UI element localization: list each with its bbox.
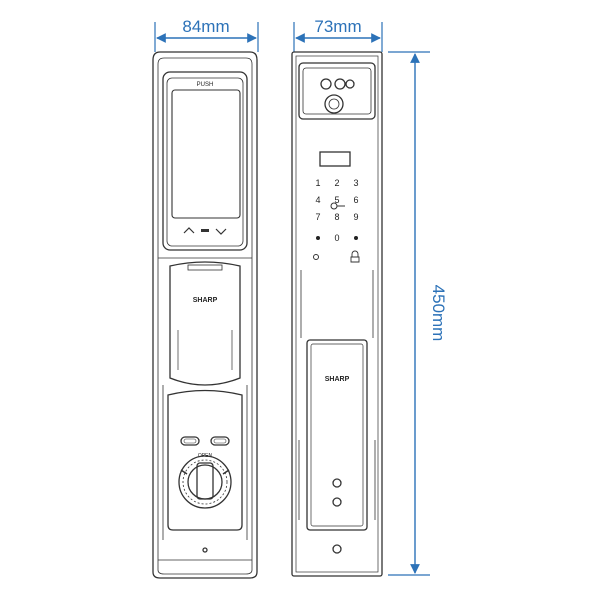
chevron-down-icon[interactable] [215,228,227,235]
keypad-key[interactable]: 0 [334,233,339,243]
lower-panel [167,389,243,531]
touch-screen[interactable] [171,89,241,219]
push-label: PUSH [197,82,214,88]
keypad-key[interactable]: 6 [353,195,358,205]
side-screw [332,497,342,507]
dimension-front-width: 84mm [154,17,259,52]
key-icon [330,202,345,210]
keypad-key[interactable]: 4 [315,195,320,205]
chevron-up-icon[interactable] [183,227,195,234]
thumbturn-dial[interactable] [178,455,232,509]
keypad-star-key[interactable] [316,236,320,240]
keypad-key[interactable]: 7 [315,212,320,222]
keypad-key[interactable]: 1 [315,178,320,188]
side-display [319,151,351,167]
camera-lens-icon [324,94,344,114]
side-screw [332,478,342,488]
minus-icon[interactable] [201,229,209,232]
left-pill-button[interactable] [180,436,200,446]
sensor-icon [334,78,346,90]
front-brand-logo: SHARP [193,297,218,304]
side-view: 1 2 3 4 5 6 7 8 9 0 SHARP [291,51,383,577]
keypad-key[interactable]: 9 [353,212,358,222]
camera-module [298,62,376,120]
front-body-outline [152,51,258,579]
front-screw [202,547,208,553]
dimension-label-height: 450mm [429,285,448,342]
keypad-key[interactable]: 2 [334,178,339,188]
lock-icon [350,250,360,263]
sensor-icon [320,78,332,90]
front-view: PUSH SHARP OPEN [152,51,258,579]
side-body-outline [291,51,383,577]
keypad-hash-key[interactable] [354,236,358,240]
keypad-key[interactable]: 3 [353,178,358,188]
keypad-key[interactable]: 5 [334,195,339,205]
dimension-height: 450mm [388,51,448,576]
side-handle[interactable] [306,339,368,531]
dimension-side-width: 73mm [293,17,383,52]
side-brand-logo: SHARP [325,376,350,383]
keypad-key[interactable]: 8 [334,212,339,222]
side-screw [332,544,342,554]
keypad[interactable]: 1 2 3 4 5 6 7 8 9 0 [315,178,358,243]
right-pill-button[interactable] [210,436,230,446]
dimension-label-width-side: 73mm [314,17,361,36]
doorbell-icon[interactable] [313,254,319,260]
dimension-label-width-front: 84mm [182,17,229,36]
display-module [162,71,248,251]
handle[interactable] [169,261,241,386]
